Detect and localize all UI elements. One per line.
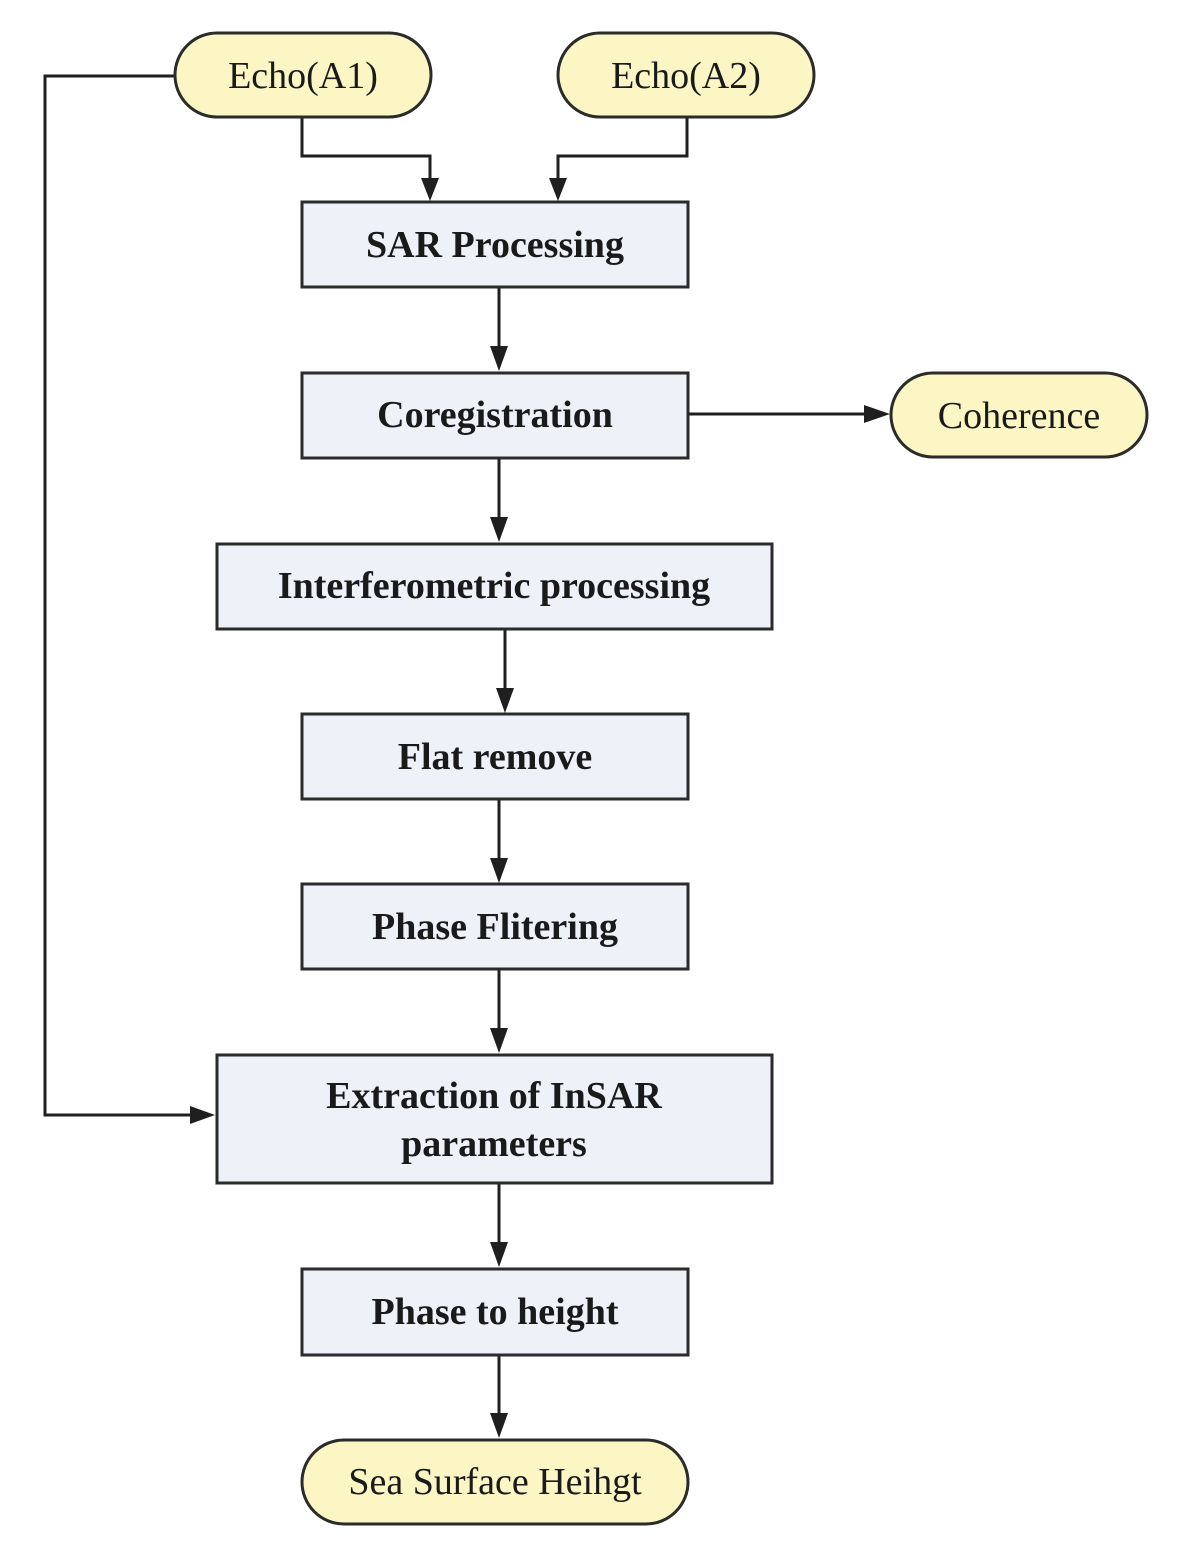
terminal-echo-a1: Echo(A1) [173, 31, 433, 119]
terminal-label-echo-a1: Echo(A1) [228, 55, 378, 97]
terminal-shape [300, 1438, 690, 1526]
arrow-head [490, 1028, 508, 1053]
process-shape [300, 882, 690, 971]
connectors [43, 74, 868, 1418]
terminal-shape [556, 31, 816, 119]
connector-echo-a2-to-sar [556, 118, 689, 182]
process-phase-to-height: Phase to height [300, 1267, 690, 1357]
arrow-head [549, 178, 567, 201]
terminal-shape [889, 371, 1149, 459]
terminal-label-echo-a2: Echo(A2) [611, 55, 761, 97]
terminal-sea-surface-height: Sea Surface Heihgt [300, 1438, 690, 1526]
process-extraction-insar-parameters: Extraction of InSAR parameters [215, 1053, 774, 1185]
arrow-head [864, 405, 890, 423]
process-shape [300, 1267, 690, 1357]
process-shape [215, 542, 774, 631]
process-shape [300, 371, 690, 460]
process-shape [215, 1053, 774, 1185]
arrow-head [490, 858, 508, 883]
process-sar-processing: SAR Processing [300, 200, 690, 289]
terminal-coherence: Coherence [889, 371, 1149, 459]
process-phase-filtering: Phase Flitering [300, 882, 690, 971]
process-label-sar-processing: SAR Processing [366, 224, 624, 266]
process-flat-remove: Flat remove [300, 712, 690, 801]
arrow-head [421, 178, 439, 201]
process-interferometric-processing: Interferometric processing [215, 542, 774, 631]
process-label-flat-remove: Flat remove [398, 736, 593, 778]
arrow-head [490, 346, 508, 371]
arrow-heads [190, 178, 890, 1438]
arrow-head [496, 688, 514, 713]
arrow-head [190, 1106, 215, 1124]
arrow-head [490, 1242, 508, 1267]
terminal-label-coherence: Coherence [938, 395, 1100, 437]
process-label-extraction-line2: parameters [401, 1123, 587, 1165]
terminal-label-sea-surface-height: Sea Surface Heihgt [348, 1461, 642, 1503]
process-coregistration: Coregistration [300, 371, 690, 460]
process-label-interferometric-processing: Interferometric processing [278, 565, 710, 607]
process-shape [300, 200, 690, 289]
arrow-head [490, 1413, 508, 1438]
terminal-echo-a2: Echo(A2) [556, 31, 816, 119]
connector-echo-a1-to-extraction [43, 74, 195, 1117]
terminal-shape [173, 31, 433, 119]
arrow-head [490, 517, 508, 542]
process-label-coregistration: Coregistration [377, 394, 613, 436]
process-label-phase-to-height: Phase to height [372, 1291, 619, 1333]
process-label-phase-filtering: Phase Flitering [372, 906, 618, 948]
connector-echo-a1-to-sar [300, 118, 432, 182]
process-shape [300, 712, 690, 801]
process-label-extraction-line1: Extraction of InSAR [326, 1075, 662, 1117]
